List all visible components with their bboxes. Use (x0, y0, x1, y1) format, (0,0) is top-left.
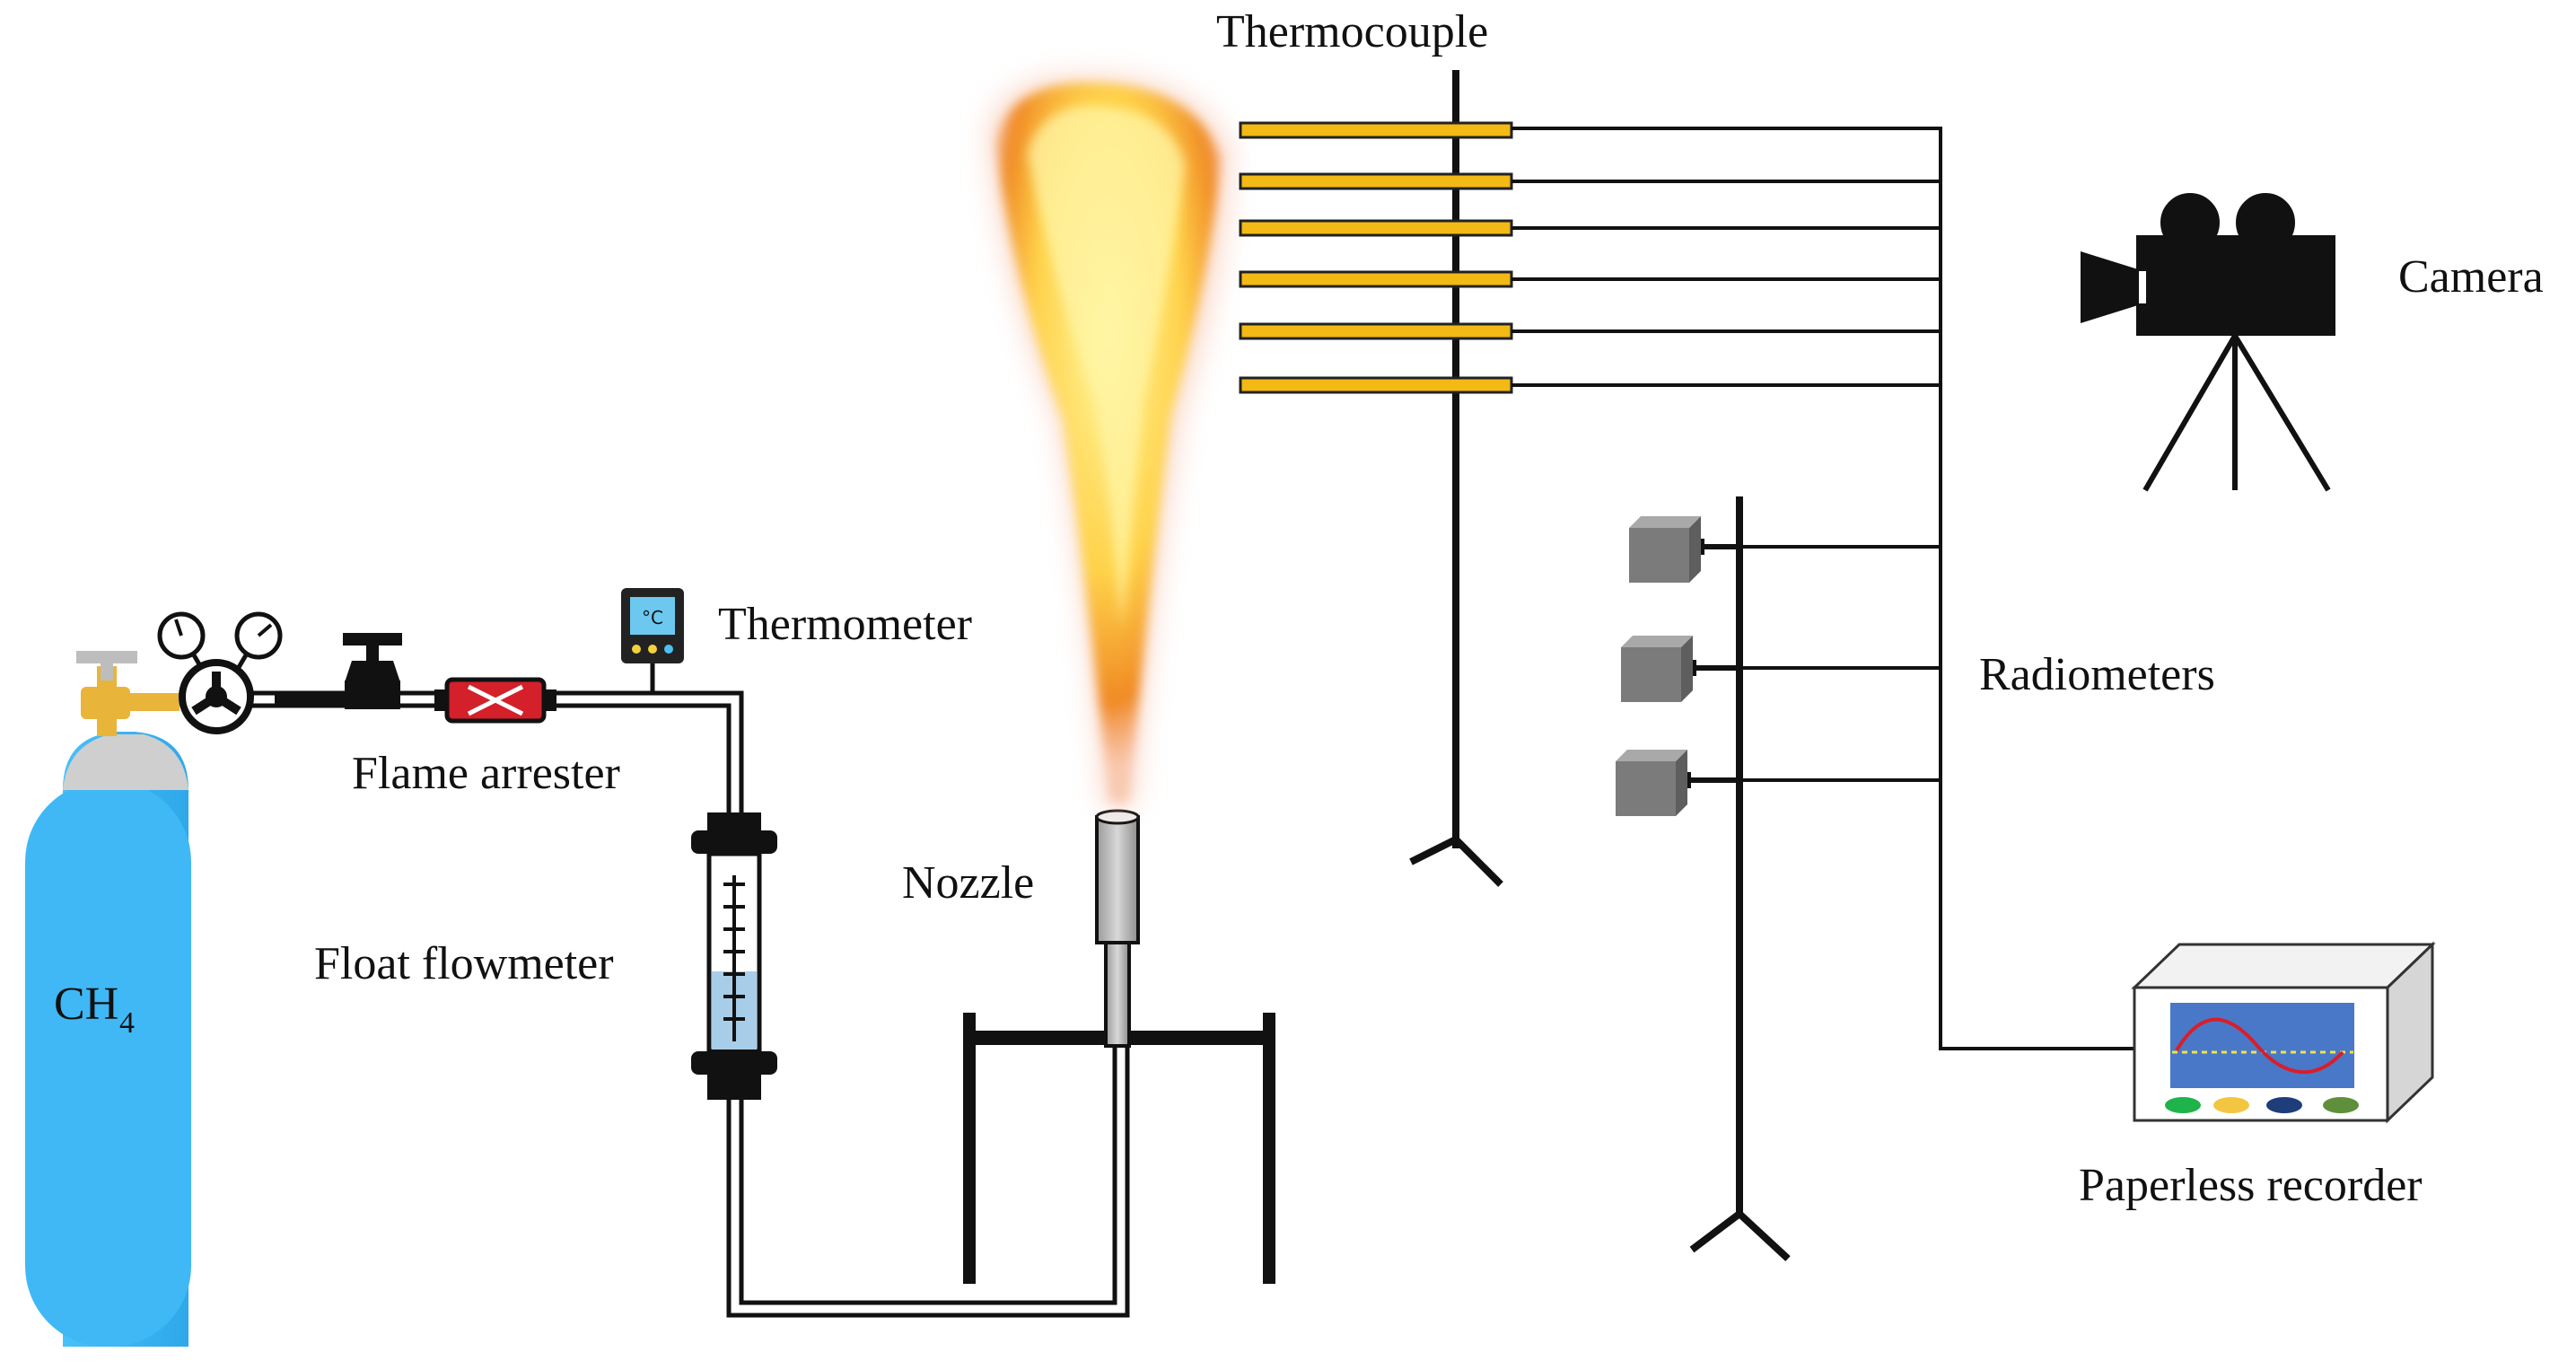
thermocouple-rod (1239, 219, 1513, 237)
flame-arrester-label: Flame arrester (352, 748, 620, 799)
labels: Thermocouple Camera Thermometer Radiomet… (314, 6, 2544, 1211)
nozzle (1095, 809, 1140, 1048)
thermocouple-stand (1409, 70, 1503, 887)
brass-valve-body (81, 687, 130, 719)
nozzle-label: Nozzle (902, 857, 1034, 909)
thermocouple-rod (1239, 121, 1513, 139)
float-flowmeter-label: Float flowmeter (314, 938, 614, 989)
recorder-button (2165, 1097, 2201, 1113)
cylinder-shell (25, 781, 191, 1347)
digital-thermometer-icon: °C (621, 588, 684, 693)
thermocouple-label: Thermocouple (1216, 6, 1488, 57)
recorder-buttons (2165, 1097, 2359, 1113)
paperless-recorder-label: Paperless recorder (2079, 1160, 2423, 1211)
recorder-wave (2175, 1017, 2344, 1075)
pressure-gauge-icon (157, 611, 206, 660)
recorder-screen (2170, 1003, 2354, 1088)
thermocouple-rod (1239, 322, 1513, 340)
flame (986, 73, 1234, 808)
movie-camera-icon (2081, 188, 2335, 492)
paperless-recorder (2131, 941, 2436, 1124)
thermocouple-rod (1239, 172, 1513, 190)
radiometers-label: Radiometers (1979, 649, 2215, 700)
float-flowmeter (691, 812, 777, 1100)
shutoff-valve (343, 633, 402, 709)
radiometer (1621, 636, 1693, 702)
ch4-subscript: 4 (119, 1006, 135, 1040)
recorder-button (2266, 1097, 2302, 1113)
thermocouple-probes (1239, 121, 1513, 394)
nozzle-stand (963, 1013, 1275, 1284)
pressure-gauge-icon (234, 611, 283, 660)
gas-pipeline (251, 690, 1130, 1318)
radiometers (1616, 516, 1701, 816)
ch4-cylinder: CH 4 (25, 732, 191, 1347)
cylinder-valve (76, 651, 180, 736)
signal-wires (1511, 127, 2134, 1050)
flame-arrester-icon (434, 677, 556, 724)
flowmeter-scale (723, 883, 745, 1021)
recorder-button (2213, 1097, 2249, 1113)
ch4-label: CH (54, 979, 118, 1030)
radiometer (1629, 516, 1701, 583)
thermocouple-rod (1239, 270, 1513, 288)
thermometer-label: Thermometer (718, 599, 972, 650)
cylinder-cap (63, 734, 188, 790)
pipe-segment (275, 694, 346, 705)
radiometer (1616, 750, 1687, 816)
thermocouple-rod (1239, 376, 1513, 394)
radiometer-stand (1680, 496, 1791, 1261)
thermometer-unit: °C (642, 607, 663, 628)
camera-label: Camera (2398, 251, 2544, 303)
pressure-regulator (157, 611, 283, 734)
recorder-button (2323, 1097, 2359, 1113)
